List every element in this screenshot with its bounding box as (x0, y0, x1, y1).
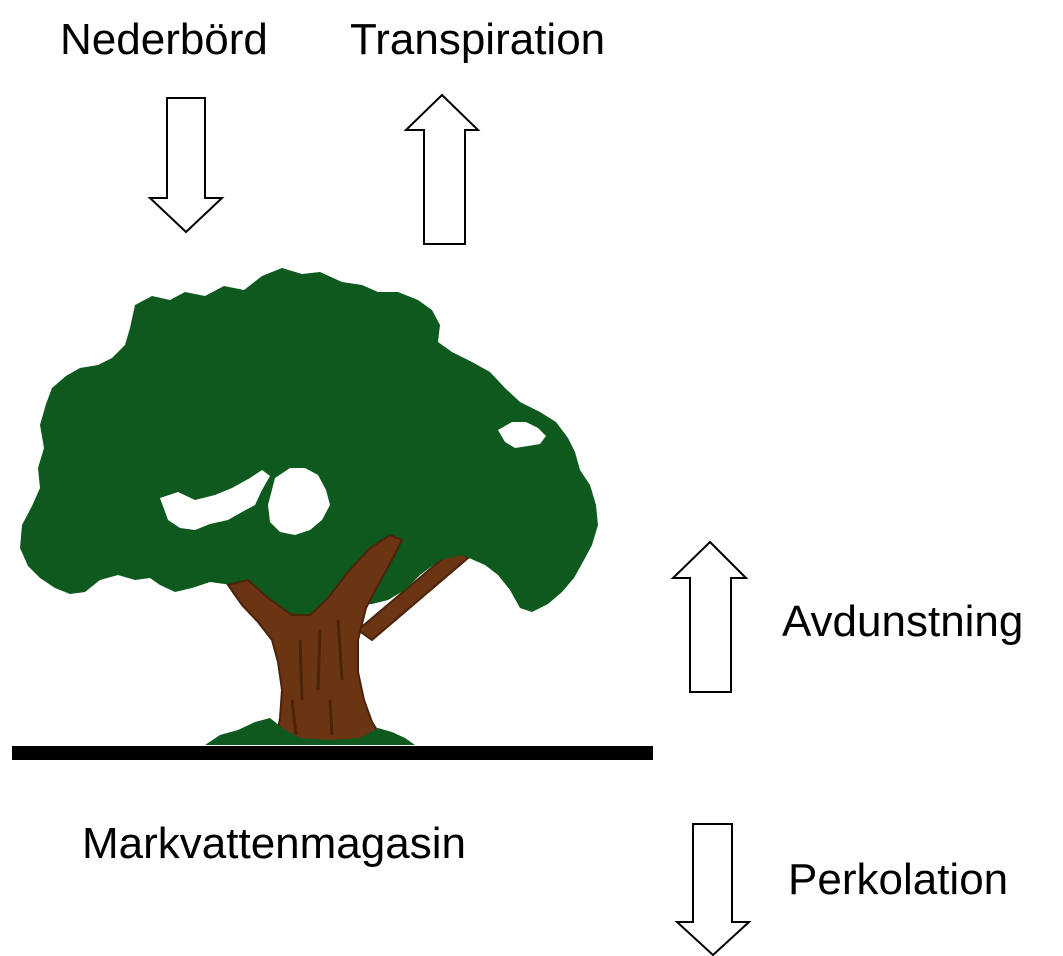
ground-line (12, 746, 653, 760)
tree-icon (20, 268, 598, 745)
percolation-arrow-icon (677, 824, 749, 955)
transpiration-arrow-icon (406, 95, 478, 244)
precipitation-arrow-icon (150, 98, 222, 232)
evaporation-arrow-icon (673, 542, 746, 692)
